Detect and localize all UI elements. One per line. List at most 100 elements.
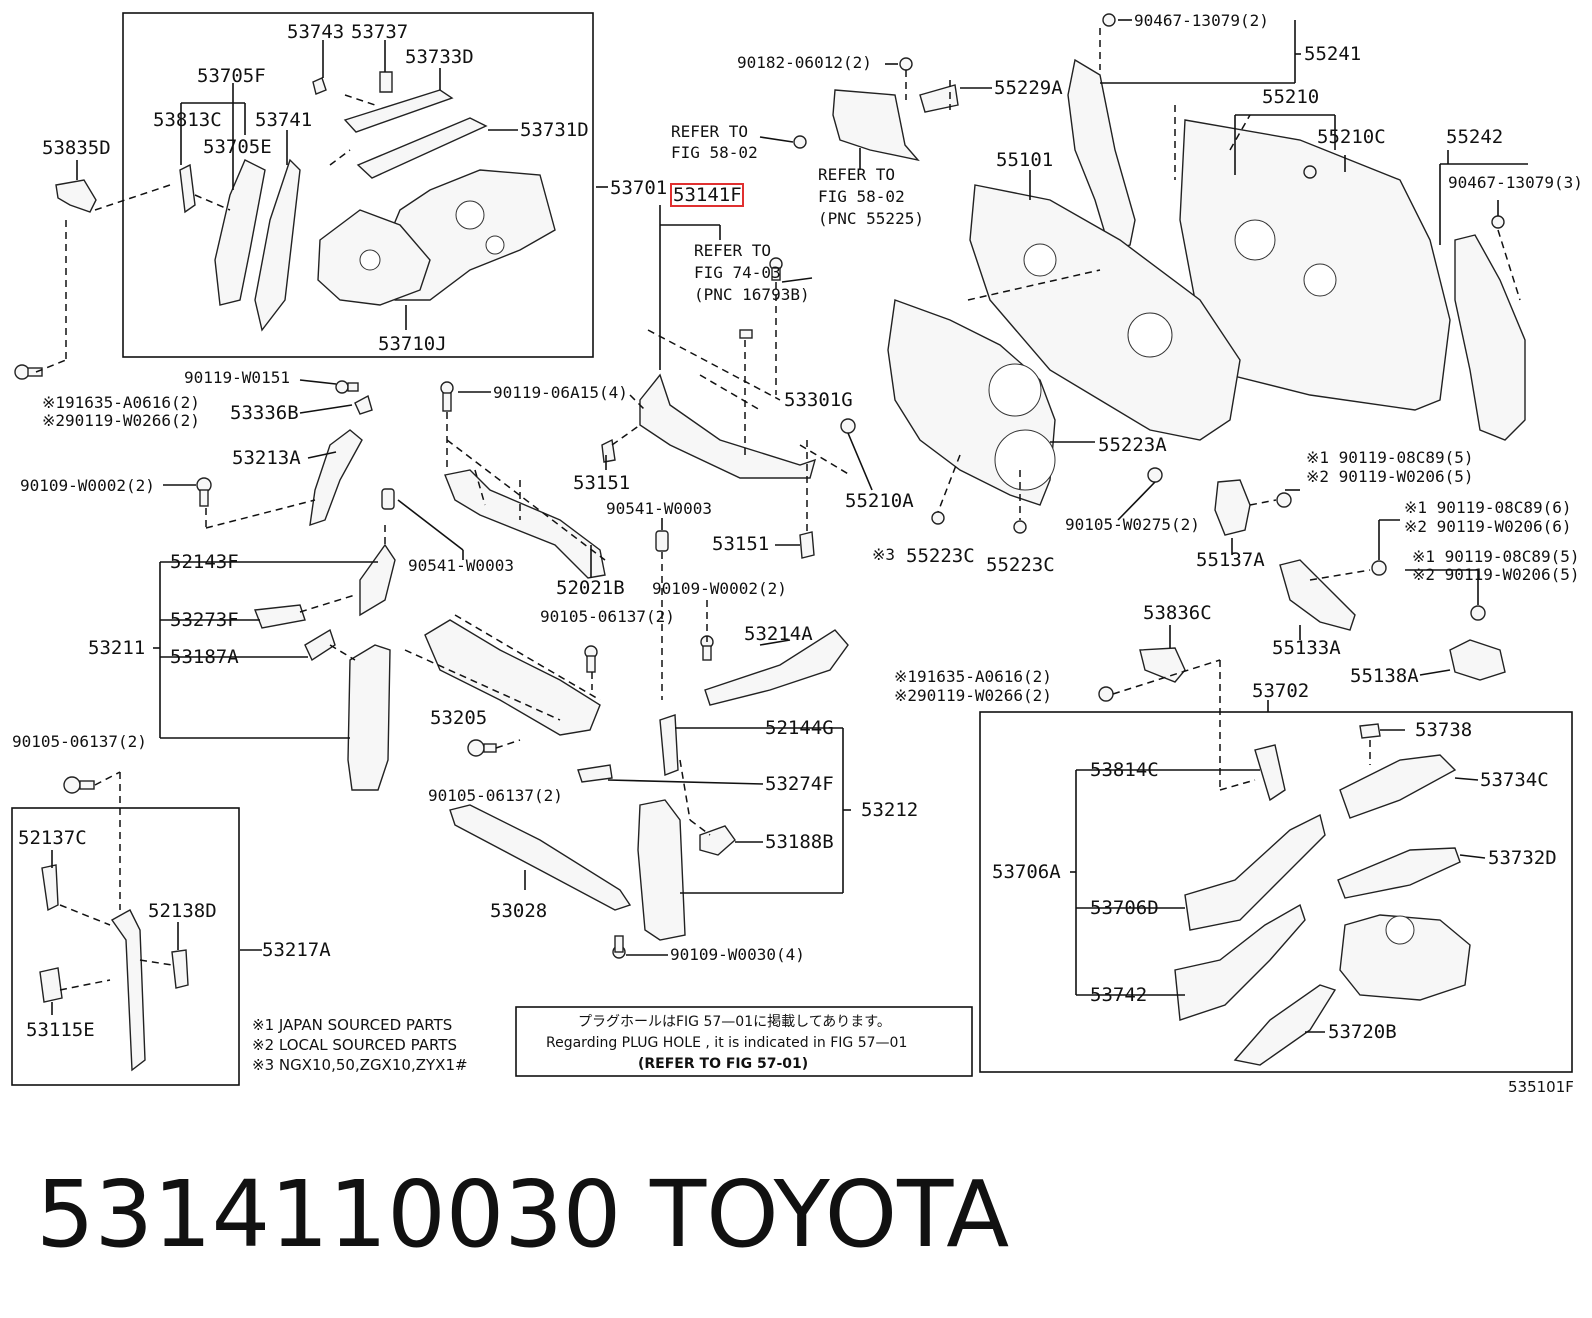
label-53706d: 53706D <box>1090 897 1159 919</box>
label-53188b: 53188B <box>765 831 834 853</box>
label-55241: 55241 <box>1304 43 1361 65</box>
label-53115e: 53115E <box>26 1019 95 1041</box>
label-52021b: 52021B <box>556 577 625 599</box>
label-52143f: 52143F <box>170 551 239 573</box>
label-55229a: 55229A <box>994 77 1063 99</box>
label-55133a: 55133A <box>1272 637 1341 659</box>
label-53205: 53205 <box>430 707 487 729</box>
label-55210: 55210 <box>1262 86 1319 108</box>
label-refer-74-03-3: (PNC 16793B) <box>694 285 810 304</box>
group-box-53217a <box>11 807 240 1086</box>
label-note2-90119-w0206-c: ※2 90119-W0206(5) <box>1412 565 1580 584</box>
part-group-apron-left <box>179 71 556 332</box>
highlight-box <box>670 183 744 207</box>
label-53274f: 53274F <box>765 773 834 795</box>
label-53151-upper: 53151 <box>573 472 630 494</box>
note-local-sourced: ※2 LOCAL SOURCED PARTS <box>252 1036 457 1054</box>
label-53213a: 53213A <box>232 447 301 469</box>
label-53813c: 53813C <box>153 109 222 131</box>
note-models: ※3 NGX10,50,ZGX10,ZYX1# <box>252 1056 468 1074</box>
label-90541-w0003-left: 90541-W0003 <box>408 556 514 575</box>
label-refer-58-02-a1: REFER TO <box>671 122 748 141</box>
label-53742: 53742 <box>1090 984 1147 1006</box>
label-90119-06a15: 90119-06A15(4) <box>493 383 628 402</box>
label-note2-90119-w0206-a: ※2 90119-W0206(5) <box>1306 467 1474 486</box>
group-box-53702 <box>979 711 1573 1073</box>
label-53212: 53212 <box>861 799 918 821</box>
label-note2-290119-right: ※290119-W0266(2) <box>894 686 1052 705</box>
label-refer-74-03-1: REFER TO <box>694 241 771 260</box>
label-90105-06137-mid: 90105-06137(2) <box>540 607 675 626</box>
part-group-center <box>424 57 913 941</box>
part-labels: 53743 53737 53733D 53705F 53813C 53741 5… <box>12 11 1583 1043</box>
part-group-dash-panel <box>832 13 1526 702</box>
label-refer-58-02-b2: FIG 58-02 <box>818 187 905 206</box>
label-55210c: 55210C <box>1317 126 1386 148</box>
plug-hole-box <box>515 1006 973 1077</box>
label-52144g: 52144G <box>765 717 834 739</box>
label-refer-58-02-b3: (PNC 55225) <box>818 209 924 228</box>
label-90109-w0002-left: 90109-W0002(2) <box>20 476 155 495</box>
label-note1-191635: ※191635-A0616(2) <box>42 393 200 412</box>
label-53732d: 53732D <box>1488 847 1557 869</box>
label-52138d: 52138D <box>148 900 217 922</box>
label-note2-290119: ※290119-W0266(2) <box>42 411 200 430</box>
label-refer-58-02-a2: FIG 58-02 <box>671 143 758 162</box>
label-53214a: 53214A <box>744 623 813 645</box>
label-refer-74-03-2: FIG 74-03 <box>694 263 781 282</box>
label-53836c: 53836C <box>1143 602 1212 624</box>
part-group-apron-right <box>1174 723 1471 1066</box>
figure-number: 535101F <box>1508 1078 1574 1096</box>
label-53701: 53701 <box>610 177 667 199</box>
label-note3: ※3 <box>872 545 895 564</box>
label-53737: 53737 <box>351 21 408 43</box>
bolt-icons-left <box>14 364 714 959</box>
label-53141f-highlighted: 53141F <box>673 184 742 206</box>
label-53705f: 53705F <box>197 65 266 87</box>
label-53151-lower: 53151 <box>712 533 769 555</box>
label-53835d: 53835D <box>42 137 111 159</box>
label-53301g: 53301G <box>784 389 853 411</box>
label-55223c-left: 55223C <box>906 545 975 567</box>
label-90109-w0030: 90109-W0030(4) <box>670 945 805 964</box>
plug-hole-en: Regarding PLUG HOLE , it is indicated in… <box>546 1035 907 1051</box>
label-90105-06137-left: 90105-06137(2) <box>12 732 147 751</box>
label-53710j: 53710J <box>378 333 447 355</box>
plug-hole-note: プラグホールはFIG 57—01に掲載してあります。 Regarding PLU… <box>546 1014 907 1072</box>
label-53734c: 53734C <box>1480 769 1549 791</box>
label-53738: 53738 <box>1415 719 1472 741</box>
label-53336b: 53336B <box>230 402 299 424</box>
label-90541-w0003-mid: 90541-W0003 <box>606 499 712 518</box>
part-group-left-middle <box>39 394 396 1072</box>
label-52137c: 52137C <box>18 827 87 849</box>
label-53706a: 53706A <box>992 861 1061 883</box>
label-53733d: 53733D <box>405 46 474 68</box>
label-53217a: 53217A <box>262 939 331 961</box>
label-90119-w0151: 90119-W0151 <box>184 368 290 387</box>
label-53814c: 53814C <box>1090 759 1159 781</box>
label-note2-90119-w0206-b: ※2 90119-W0206(6) <box>1404 517 1572 536</box>
label-90105-06137-lower: 90105-06137(2) <box>428 786 563 805</box>
label-53741: 53741 <box>255 109 312 131</box>
label-55101: 55101 <box>996 149 1053 171</box>
label-note1-90119-08c89-b: ※1 90119-08C89(6) <box>1404 498 1572 517</box>
part-53835d <box>55 179 97 213</box>
label-55138a: 55138A <box>1350 665 1419 687</box>
brand-title: TOYOTA <box>649 1161 1009 1268</box>
label-55242: 55242 <box>1446 126 1503 148</box>
plug-hole-jp: プラグホールはFIG 57—01に掲載してあります。 <box>578 1014 891 1030</box>
group-box-53701 <box>122 12 594 358</box>
part-number-title: 5314110030 <box>36 1161 621 1268</box>
label-55223a: 55223A <box>1098 434 1167 456</box>
plug-hole-refer: (REFER TO FIG 57-01) <box>638 1056 808 1072</box>
label-note1-191635-right: ※191635-A0616(2) <box>894 667 1052 686</box>
label-refer-58-02-b1: REFER TO <box>818 165 895 184</box>
label-53743: 53743 <box>287 21 344 43</box>
label-53720b: 53720B <box>1328 1021 1397 1043</box>
footnotes: ※1 JAPAN SOURCED PARTS ※2 LOCAL SOURCED … <box>252 1016 468 1074</box>
label-53211: 53211 <box>88 637 145 659</box>
label-55223c-right: 55223C <box>986 554 1055 576</box>
label-note1-90119-08c89-a: ※1 90119-08C89(5) <box>1306 448 1474 467</box>
label-53705e: 53705E <box>203 136 272 158</box>
